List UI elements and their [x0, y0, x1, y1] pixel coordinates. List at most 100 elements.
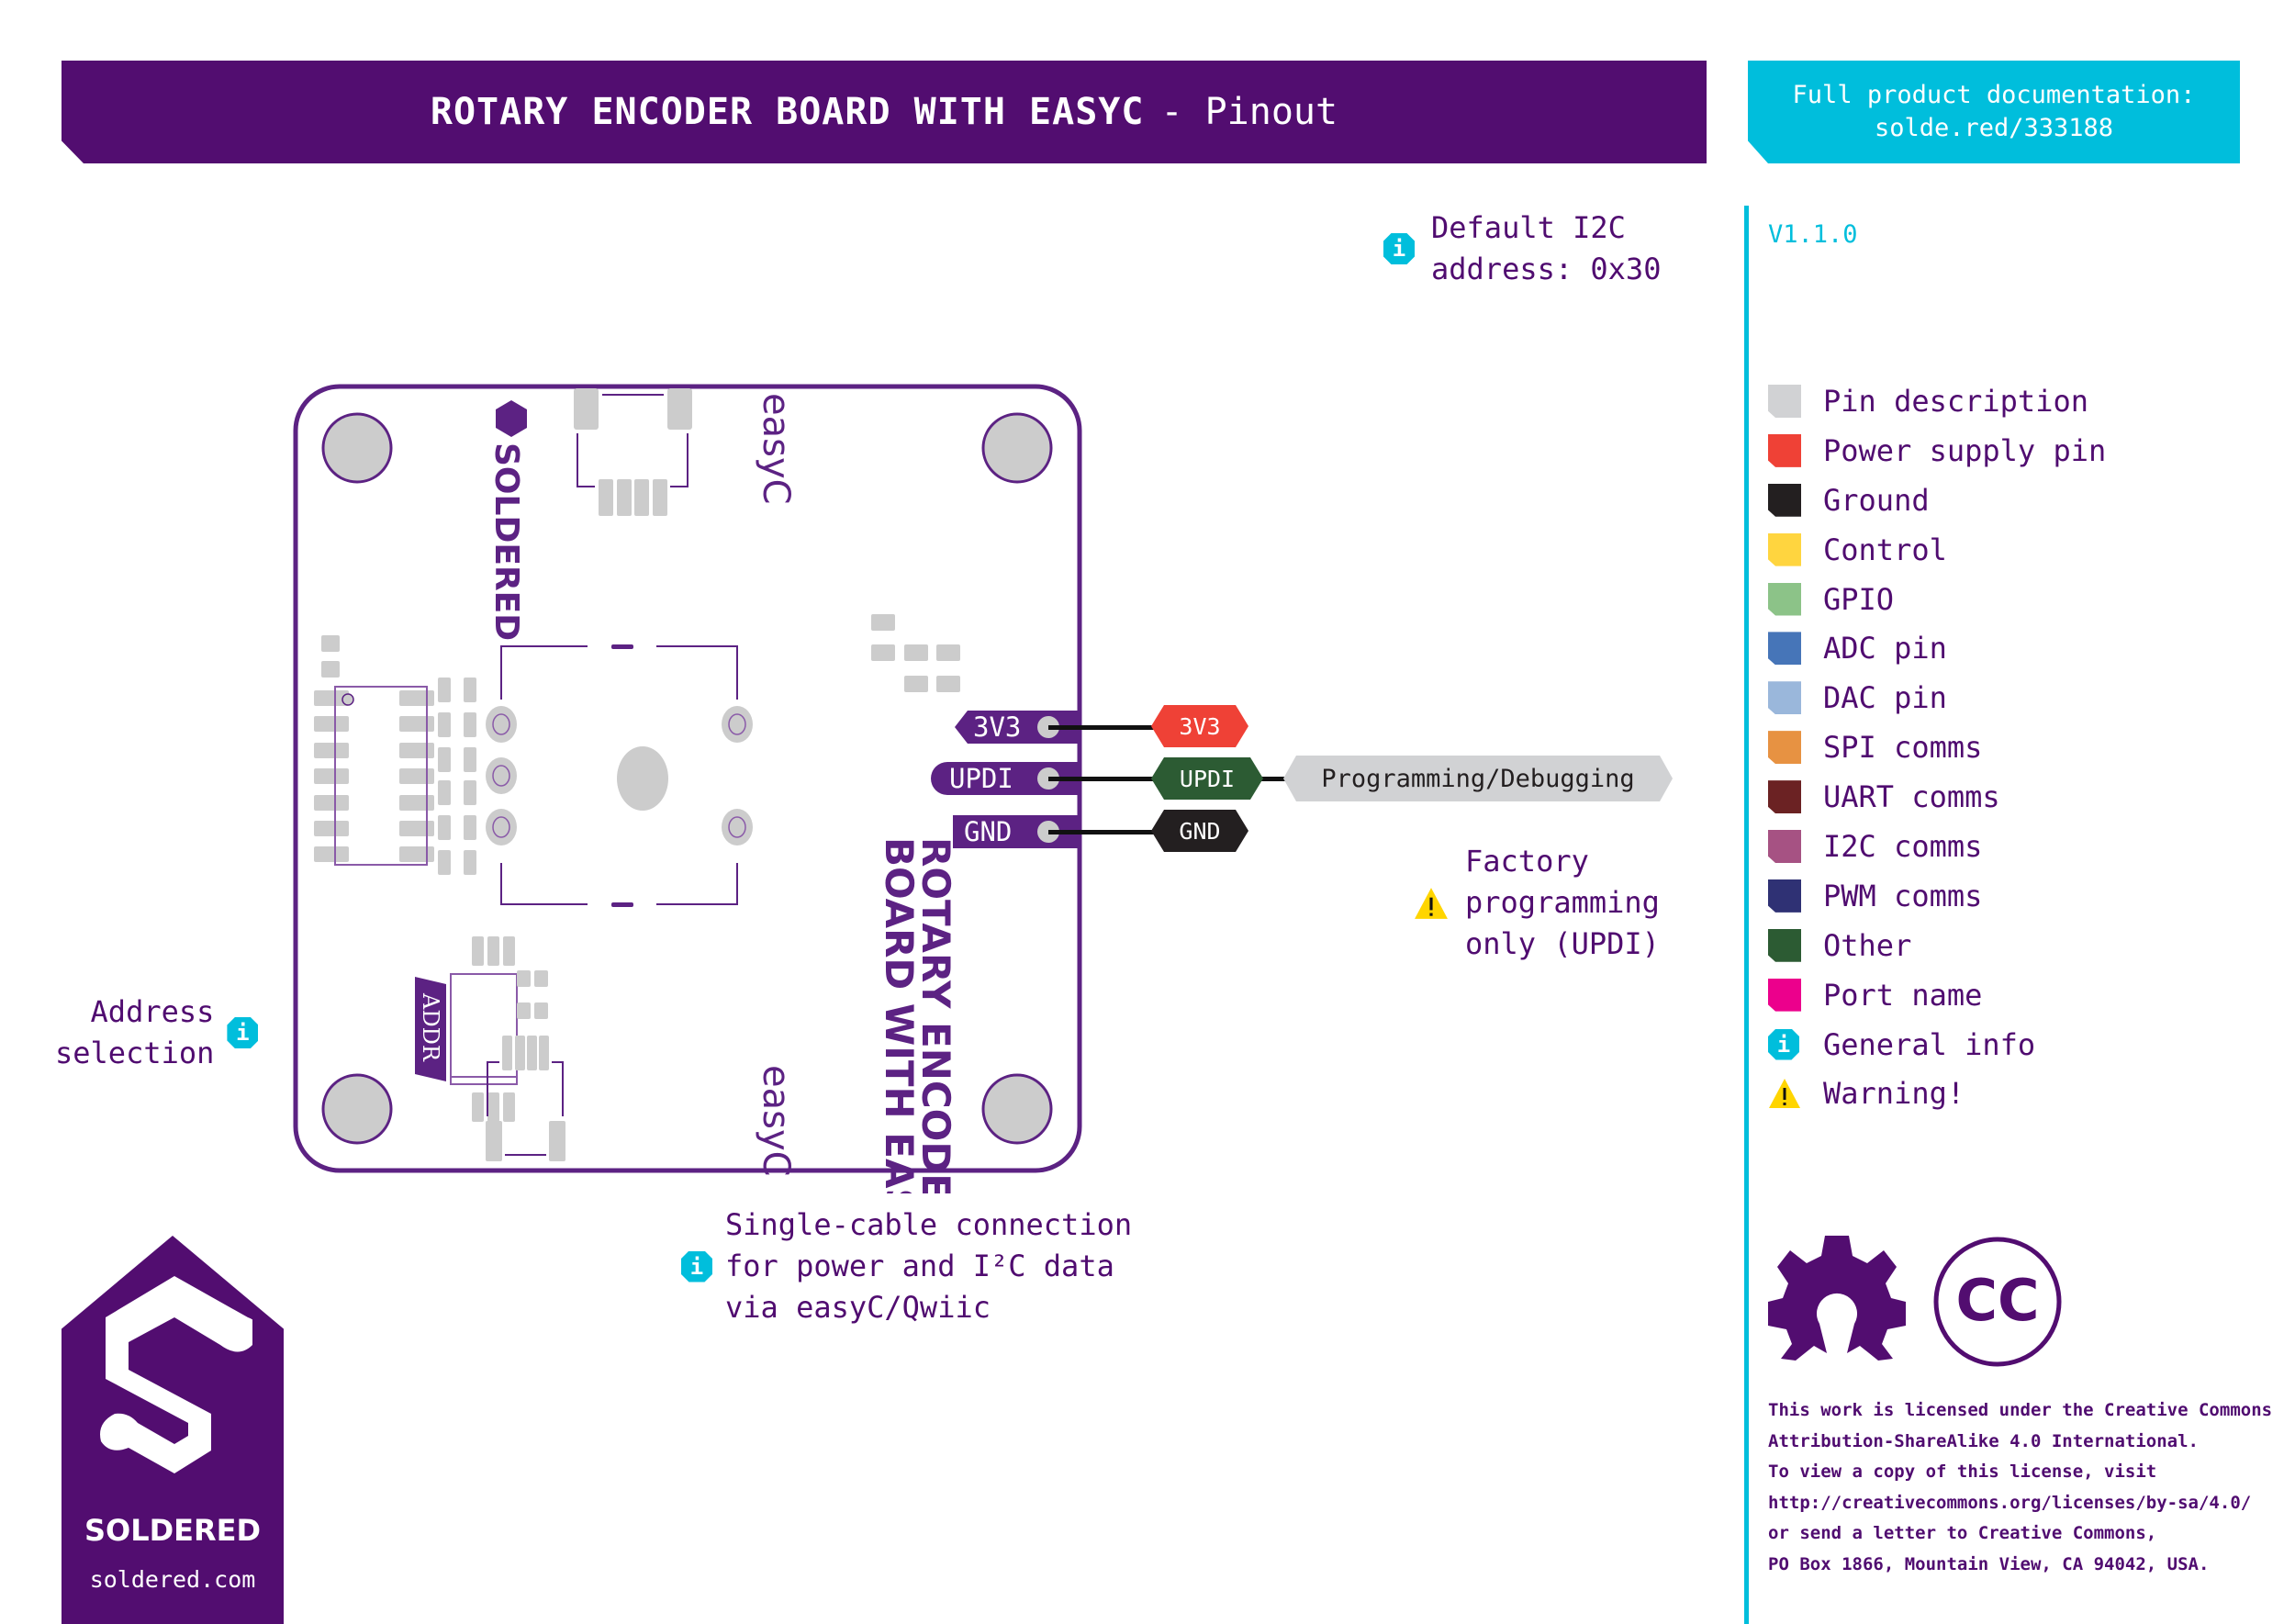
- legend-swatch: [1768, 582, 1801, 616]
- addr-jumper: ADDR: [415, 936, 518, 1122]
- legend-swatch: [1768, 384, 1801, 418]
- easyc-connector-top: [574, 388, 692, 516]
- legend-item: UART comms: [1768, 772, 2106, 822]
- logo-url[interactable]: soldered.com: [89, 1566, 256, 1593]
- legend-label: Ground: [1823, 482, 1930, 518]
- license-text: This work is licensed under the Creative…: [1768, 1395, 2272, 1580]
- cc-text: CC: [1955, 1267, 2039, 1334]
- pin-tag-power: 3V3: [1151, 705, 1248, 747]
- legend-label: Warning!: [1823, 1076, 1965, 1112]
- info-icon: i: [1768, 1028, 1799, 1060]
- pcb-board: easyC SOLDERED: [293, 384, 1082, 1193]
- capacitors: [871, 614, 960, 692]
- legend-label: Pin description: [1823, 383, 2088, 419]
- license-line: Attribution-ShareAlike 4.0 International…: [1768, 1430, 2199, 1451]
- legend-item: GPIO: [1768, 575, 2106, 624]
- version-label: V1.1.0: [1768, 220, 1858, 249]
- easyc-silk-bottom: easyC: [755, 1065, 797, 1177]
- legend-label: DAC pin: [1823, 680, 1947, 716]
- mounting-hole: [321, 1073, 393, 1145]
- logo-name: SOLDERED: [84, 1513, 262, 1548]
- legend-label: UART comms: [1823, 779, 2000, 815]
- pin-wire: [1048, 830, 1159, 834]
- mounting-hole: [981, 1073, 1053, 1145]
- legend-swatch: [1768, 731, 1801, 765]
- legend-item: Pin description: [1768, 376, 2106, 426]
- note-line: address: 0x30: [1431, 252, 1662, 286]
- legend-label: Other: [1823, 927, 1912, 963]
- legend-swatch: [1768, 978, 1801, 1012]
- note-factory-programming: Factory programming only (UPDI): [1414, 841, 1660, 965]
- legend-item: Control: [1768, 525, 2106, 575]
- easyc-silk-top: easyC: [755, 393, 797, 505]
- note-line: selection: [55, 1036, 215, 1070]
- legend-label: I2C comms: [1823, 828, 1983, 864]
- title-suffix: - Pinout: [1160, 91, 1338, 133]
- legend-item: Port name: [1768, 970, 2106, 1020]
- pin-tag-other: UPDI: [1151, 757, 1263, 800]
- license-line: or send a letter to Creative Commons,: [1768, 1523, 2157, 1543]
- legend-item: I2C comms: [1768, 822, 2106, 871]
- pin-wire: [1048, 725, 1159, 730]
- license-line: To view a copy of this license, visit: [1768, 1462, 2157, 1482]
- legend-swatch: [1768, 829, 1801, 863]
- docs-label: Full product documentation:: [1792, 81, 2196, 109]
- legend-item: Warning!: [1768, 1069, 2106, 1118]
- note-line: via easyC/Qwiic: [725, 1290, 991, 1325]
- note-line: Address: [90, 994, 215, 1029]
- product-silk-line1: ROTARY ENCODER: [913, 837, 958, 1193]
- pin-tag-description: Programming/Debugging: [1283, 756, 1673, 801]
- soldered-silk-logo: [496, 400, 527, 437]
- legend-label: Control: [1823, 532, 1947, 567]
- soldered-logo: SOLDERED soldered.com: [62, 1236, 284, 1624]
- title-product: ROTARY ENCODER BOARD WITH EASYC: [430, 91, 1145, 133]
- legend-item: ADC pin: [1768, 623, 2106, 673]
- pin-tag-ground: GND: [1151, 810, 1248, 852]
- legend-item: Ground: [1768, 476, 2106, 525]
- legend-label: Power supply pin: [1823, 432, 2107, 468]
- info-icon: i: [1383, 233, 1415, 264]
- legend-label: General info: [1823, 1026, 2036, 1062]
- legend-label: GPIO: [1823, 581, 1895, 617]
- legend-swatch: [1768, 483, 1801, 517]
- info-icon: i: [681, 1250, 712, 1282]
- legend-label: SPI comms: [1823, 730, 1983, 766]
- sidebar-divider: [1744, 206, 1749, 1624]
- legend-label: Port name: [1823, 977, 1983, 1013]
- note-line: programming: [1465, 885, 1660, 920]
- soldered-silk-text: SOLDERED: [487, 442, 525, 641]
- legend-label: ADC pin: [1823, 631, 1947, 666]
- warning-icon: [1769, 1079, 1800, 1109]
- mounting-hole: [321, 412, 393, 484]
- license-line: PO Box 1866, Mountain View, CA 94042, US…: [1768, 1553, 2210, 1574]
- docs-url[interactable]: solde.red/333188: [1874, 114, 2114, 142]
- legend-item: i General info: [1768, 1020, 2106, 1070]
- note-line: for power and I²C data: [725, 1249, 1114, 1283]
- note-line: Factory: [1465, 844, 1589, 879]
- legend-item: SPI comms: [1768, 722, 2106, 772]
- legend-item: Other: [1768, 921, 2106, 970]
- capacitors-bottom: [517, 970, 548, 1019]
- docs-link-box[interactable]: Full product documentation: solde.red/33…: [1748, 61, 2240, 163]
- info-icon: i: [227, 1017, 259, 1048]
- mounting-hole: [981, 412, 1053, 484]
- note-i2c-address: i Default I2C address: 0x30: [1383, 207, 1661, 290]
- legend-swatch: [1768, 532, 1801, 566]
- legend-swatch: [1768, 632, 1801, 666]
- title-bar: ROTARY ENCODER BOARD WITH EASYC - Pinout: [62, 61, 1707, 163]
- license-line: This work is licensed under the Creative…: [1768, 1400, 2273, 1420]
- legend-swatch: [1768, 780, 1801, 814]
- note-line: only (UPDI): [1465, 926, 1660, 961]
- legend-swatch: [1768, 928, 1801, 962]
- product-silk-line2: BOARD WITH EASYC: [877, 837, 922, 1193]
- legend: Pin description Power supply pin Ground …: [1768, 376, 2106, 1118]
- note-easyc: i Single-cable connection for power and …: [681, 1204, 1132, 1328]
- rotary-encoder-footprint: [486, 644, 753, 907]
- legend-label: PWM comms: [1823, 878, 1983, 913]
- note-line: Default I2C: [1431, 210, 1626, 245]
- creative-commons-icon: CC: [1933, 1237, 2062, 1367]
- legend-swatch: [1768, 681, 1801, 715]
- license-url[interactable]: http://creativecommons.org/licenses/by-s…: [1768, 1492, 2252, 1513]
- warning-icon: [1415, 887, 1448, 919]
- legend-item: DAC pin: [1768, 673, 2106, 722]
